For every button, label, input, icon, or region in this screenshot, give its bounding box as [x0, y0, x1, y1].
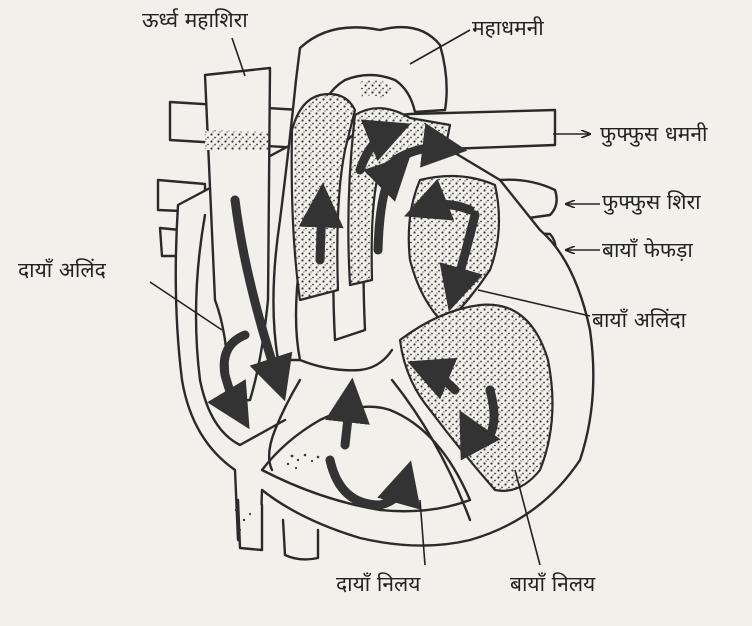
label-right-ventricle: दायाँ निलय: [336, 572, 420, 596]
inferior-vena-cava: [238, 500, 262, 550]
top-stipple-right: [360, 80, 392, 100]
label-superior-vena-cava: ऊर्ध्व महाशिरा: [142, 8, 248, 32]
label-pulmonary-vein: फुफ्फुस शिरा: [602, 190, 701, 214]
svc-top-stipple: [205, 130, 268, 150]
flow-arrow-aorta-up: [320, 205, 322, 260]
label-right-atrium: दायाँ अलिंद: [18, 258, 106, 282]
label-left-ventricle: बायाँ निलय: [510, 572, 595, 596]
label-pulmonary-artery: फुफ्फुस धमनी: [600, 122, 707, 146]
label-left-lung: बायाँ फेफड़ा: [602, 238, 693, 262]
lower-vessel: [283, 520, 318, 559]
flow-arrow-rv-up1: [345, 400, 350, 445]
label-aorta: महाधमनी: [472, 16, 544, 40]
label-left-atrium: बायाँ अलिंदा: [592, 308, 686, 332]
